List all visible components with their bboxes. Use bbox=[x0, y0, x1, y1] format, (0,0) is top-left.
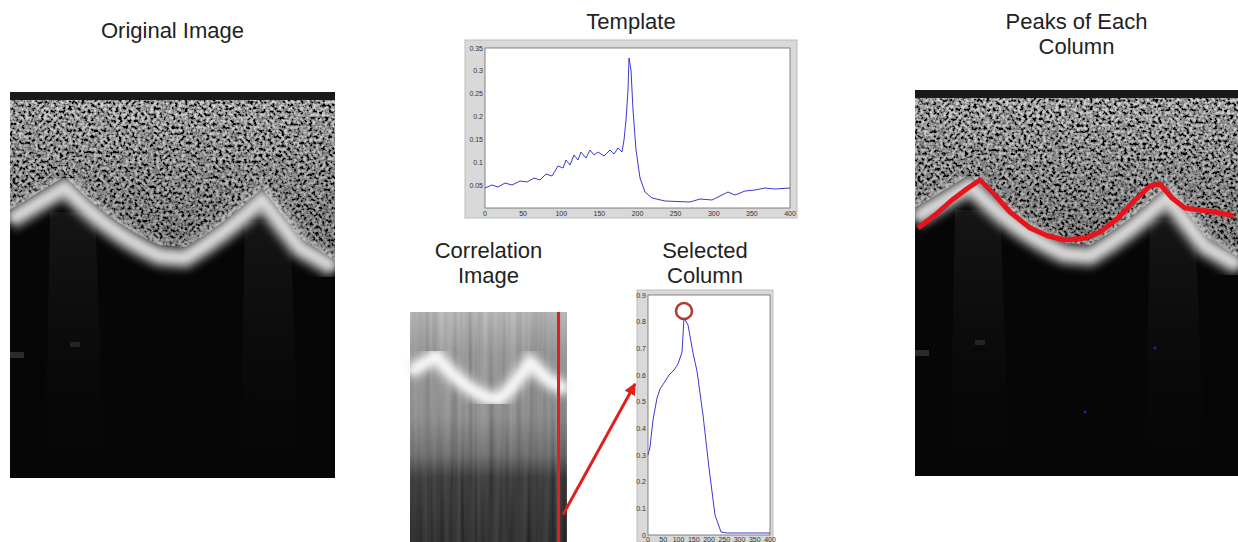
axis-tick-label: 50 bbox=[519, 210, 527, 217]
axis-tick-label: 300 bbox=[708, 210, 720, 217]
axis-tick-label: 0.1 bbox=[636, 505, 646, 512]
axis-tick-label: 0.9 bbox=[636, 292, 646, 299]
axis-tick-label: 350 bbox=[746, 210, 758, 217]
axis-tick-label: 0.4 bbox=[636, 425, 646, 432]
image-panel: Original Image bbox=[10, 10, 335, 480]
panel-title: Original Image bbox=[63, 18, 283, 43]
ultrasound-image bbox=[10, 92, 335, 478]
axis-tick-label: 250 bbox=[670, 210, 682, 217]
axis-tick-label: 100 bbox=[555, 210, 567, 217]
axis-tick-label: 150 bbox=[688, 536, 700, 542]
axis-tick-label: 100 bbox=[673, 536, 685, 542]
axis-tick-label: 200 bbox=[632, 210, 644, 217]
axis-tick-label: 0.2 bbox=[636, 478, 646, 485]
axis-tick-label: 0 bbox=[646, 536, 650, 542]
axis-tick-label: 0.7 bbox=[636, 345, 646, 352]
axis-tick-label: 350 bbox=[749, 536, 761, 542]
axis-tick-label: 0.8 bbox=[636, 318, 646, 325]
axis-tick-label: 0 bbox=[642, 532, 646, 539]
image-panel: Peaks of Each Column bbox=[915, 5, 1238, 480]
image-panel: Correlation Image bbox=[410, 238, 567, 542]
panel-title: Selected Column bbox=[637, 238, 773, 289]
axis-tick-label: 150 bbox=[594, 210, 606, 217]
axis-tick-label: 0.05 bbox=[469, 182, 483, 189]
axis-tick-label: 0.6 bbox=[636, 372, 646, 379]
axis-tick-label: 0 bbox=[483, 210, 487, 217]
axis-tick-label: 0.35 bbox=[469, 45, 483, 52]
peak-trace bbox=[918, 180, 1234, 414]
axis-tick-label: 250 bbox=[718, 536, 730, 542]
axis-tick-label: 0.3 bbox=[636, 452, 646, 459]
axis-tick-label: 300 bbox=[734, 536, 746, 542]
image-panel: Template bbox=[465, 5, 797, 218]
selected-column-plot bbox=[637, 290, 773, 542]
axis-tick-label: 0.3 bbox=[473, 67, 483, 74]
peak-marker bbox=[676, 303, 692, 319]
template-curve bbox=[485, 58, 790, 202]
image-panel: Selected Column bbox=[637, 238, 773, 542]
panel-title: Template bbox=[531, 9, 731, 34]
axis-tick-label: 0.15 bbox=[469, 136, 483, 143]
correlation-image bbox=[410, 312, 567, 542]
axis-tick-label: 0.2 bbox=[473, 113, 483, 120]
axis-tick-label: 0.5 bbox=[636, 398, 646, 405]
template-plot bbox=[465, 40, 797, 218]
axis-tick-label: 50 bbox=[659, 536, 667, 542]
panel-title: Peaks of Each Column bbox=[977, 9, 1177, 60]
panel-title: Correlation Image bbox=[414, 238, 564, 289]
pointer-arrow bbox=[563, 384, 635, 515]
axis-tick-label: 0.25 bbox=[469, 90, 483, 97]
ultrasound-image bbox=[915, 90, 1238, 476]
axis-tick-label: 0.1 bbox=[473, 159, 483, 166]
axis-tick-label: 200 bbox=[703, 536, 715, 542]
axis-tick-label: 400 bbox=[764, 536, 776, 542]
axis-tick-label: 400 bbox=[784, 210, 796, 217]
column-curve bbox=[648, 318, 770, 533]
